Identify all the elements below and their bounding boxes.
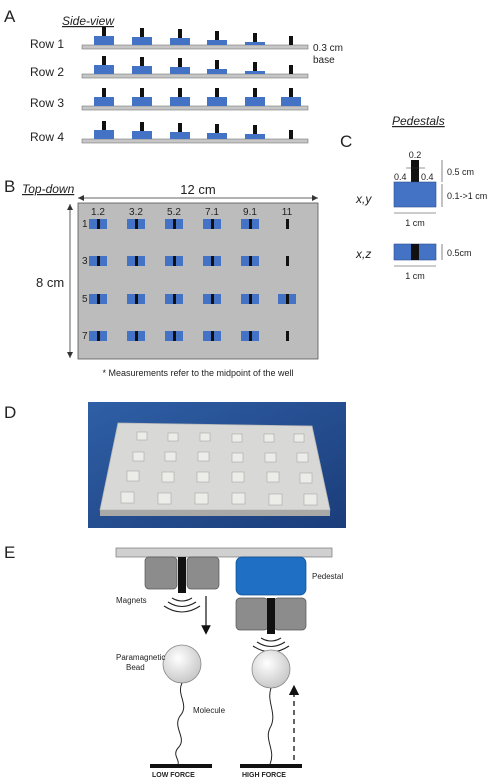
- high-force-peg: [267, 598, 275, 634]
- dim-02-label: 0.2: [409, 150, 422, 160]
- panel-b: B Top-down 12 cm 8 cm 1.2 3.2 5.2 7.1 9.…: [4, 177, 319, 378]
- col-label-5: 9.1: [243, 207, 257, 218]
- low-force-magnet-left: [144, 556, 178, 590]
- side-pedestals-row-3: [94, 88, 301, 106]
- xy-peg: [411, 160, 419, 182]
- row-num-5: 5: [82, 294, 88, 305]
- top-plate: [77, 202, 319, 360]
- col-label-2: 3.2: [129, 207, 143, 218]
- photo-pedestals: [120, 431, 318, 506]
- high-force-bead: [251, 649, 291, 689]
- panel-c: C Pedestals x,y 0.2 0.4 0.4 0.5 cm 0.1->…: [340, 114, 487, 281]
- low-force-bead: [162, 644, 202, 684]
- panel-e: E Magnets Paramagnetic Bead Molecule LOW…: [4, 543, 343, 779]
- col-label-3: 5.2: [167, 207, 181, 218]
- side-pedestals-row-2: [94, 56, 293, 74]
- molecule-label: Molecule: [193, 706, 226, 715]
- dim-width-1-label: 1 cm: [405, 218, 425, 228]
- high-force-pedestal: [235, 556, 307, 596]
- panel-d: D: [4, 402, 346, 528]
- wells-row-1: [89, 219, 289, 229]
- xy-pedestal: [393, 181, 437, 208]
- wells-row-5: [89, 294, 296, 304]
- side-pedestals-row-1: [94, 27, 293, 45]
- photo-plate-edge: [100, 510, 330, 516]
- pedestal-label: Pedestal: [312, 572, 343, 581]
- width-label: 12 cm: [180, 182, 215, 197]
- low-force-magnet-right: [186, 556, 220, 590]
- dim-04-right-label: 0.4: [421, 172, 434, 182]
- dim-05-label: 0.5 cm: [447, 167, 474, 177]
- height-label: 8 cm: [36, 275, 64, 290]
- base-label: base: [313, 55, 335, 66]
- side-plate-row-2: [81, 73, 309, 79]
- low-force-field-lines: [163, 597, 201, 613]
- dim-05b-label: 0.5cm: [447, 248, 472, 258]
- low-force-surface: [150, 764, 212, 768]
- panel-b-letter: B: [4, 177, 15, 196]
- row-num-3: 3: [82, 256, 88, 267]
- side-plate-row-1: [81, 44, 309, 50]
- panel-e-letter: E: [4, 543, 15, 562]
- panel-b-title: Top-down: [22, 182, 75, 196]
- dim-height-range-label: 0.1->1 cm: [447, 191, 487, 201]
- bead-label-2: Bead: [126, 663, 145, 672]
- magnets-label: Magnets: [116, 596, 147, 605]
- panel-d-letter: D: [4, 403, 16, 422]
- top-plate-bar: [115, 547, 333, 558]
- panel-a: A Side-view Row 1 Row 2 Row 3 Row 4: [4, 7, 343, 144]
- row-label-3: Row 3: [30, 96, 64, 110]
- bead-label-1: Paramagnetic: [116, 653, 165, 662]
- low-force-peg: [178, 557, 186, 593]
- panel-a-letter: A: [4, 7, 16, 26]
- dim-width-2-label: 1 cm: [405, 271, 425, 281]
- low-force-label: LOW FORCE: [152, 772, 195, 779]
- panel-c-letter: C: [340, 132, 352, 151]
- xy-view-label: x,y: [355, 192, 372, 206]
- row-label-1: Row 1: [30, 37, 64, 51]
- side-pedestals-row-4: [94, 121, 293, 139]
- high-force-molecule: [267, 687, 274, 765]
- panel-a-title: Side-view: [62, 14, 115, 28]
- base-thickness-label: 0.3 cm: [313, 43, 343, 54]
- measurement-footnote: * Measurements refer to the midpoint of …: [102, 368, 293, 378]
- panel-c-title: Pedestals: [392, 114, 445, 128]
- xz-view-label: x,z: [355, 247, 371, 261]
- row-label-4: Row 4: [30, 130, 64, 144]
- dim-04-left-label: 0.4: [394, 172, 407, 182]
- side-plate-row-3: [81, 105, 309, 111]
- col-label-1: 1.2: [91, 207, 105, 218]
- row-num-7: 7: [82, 331, 88, 342]
- row-num-1: 1: [82, 219, 88, 230]
- high-force-magnet-left: [235, 597, 269, 631]
- row-label-2: Row 2: [30, 65, 64, 79]
- wells-row-7: [89, 331, 289, 341]
- col-label-6: 11: [282, 207, 293, 218]
- side-plate-row-4: [81, 138, 309, 144]
- wells-row-3: [89, 256, 289, 266]
- high-force-magnet-right: [273, 597, 307, 631]
- xz-peg: [411, 244, 419, 260]
- high-force-surface: [240, 764, 302, 768]
- col-label-4: 7.1: [205, 207, 219, 218]
- low-force-molecule: [175, 682, 185, 765]
- high-force-label: HIGH FORCE: [242, 772, 286, 779]
